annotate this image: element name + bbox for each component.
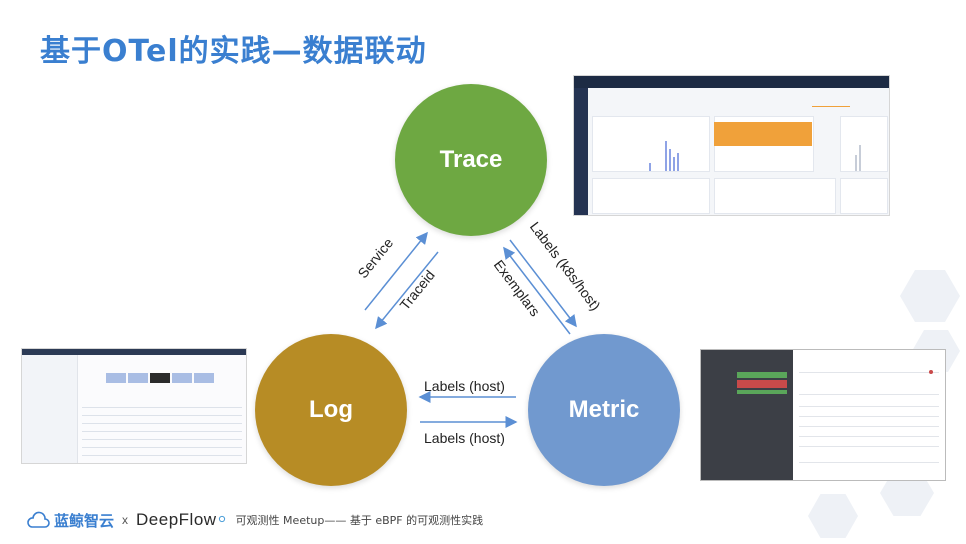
- slide-title: 基于OTel的实践—数据联动: [40, 34, 427, 69]
- metric-node: Metric: [528, 334, 680, 486]
- log-shot-row: [82, 431, 242, 432]
- log-shot-row: [82, 439, 242, 440]
- log-shot-row: [82, 407, 242, 408]
- trace-shot-panel: [840, 116, 888, 172]
- arrow-trace-to-metric: [509, 239, 577, 328]
- footer-subtitle: 可观测性 Meetup—— 基于 eBPF 的可观测性实践: [235, 514, 484, 527]
- log-shot-histogram: [128, 373, 148, 383]
- trace-shot-popup-line: [812, 106, 850, 107]
- flow-logo-icon: [218, 515, 225, 523]
- trace-shot-topbar: [574, 76, 889, 88]
- log-shot-histogram: [106, 373, 126, 383]
- log-shot-sidebar: [22, 355, 78, 463]
- edge-label-labels-host-bottom: Labels (host): [424, 430, 505, 446]
- log-screenshot: [21, 348, 247, 464]
- metric-label: Metric: [568, 396, 640, 423]
- trace-shot-sidebar: [574, 88, 588, 215]
- log-shot-histogram: [194, 373, 214, 383]
- log-shot-histogram: [150, 373, 170, 383]
- trace-label: Trace: [439, 146, 503, 173]
- log-shot-row: [82, 447, 242, 448]
- metric-shot-cell: [737, 390, 787, 394]
- metric-shot-cell: [737, 380, 787, 388]
- brand-bluking: 蓝鲸智云: [54, 511, 115, 530]
- trace-shot-panel: [592, 116, 710, 172]
- arrow-log-to-trace: [364, 231, 428, 311]
- log-shot-row: [82, 415, 242, 416]
- trace-shot-panel: [840, 178, 888, 214]
- log-shot-row: [82, 455, 242, 456]
- edge-label-labels-host-top: Labels (host): [424, 378, 505, 394]
- trace-node: Trace: [395, 84, 547, 236]
- log-node: Log: [255, 334, 407, 486]
- metric-shot-cell: [737, 372, 787, 378]
- metric-shot-overlay: [793, 350, 945, 480]
- trace-shot-panel: [714, 178, 836, 214]
- arrow-trace-to-log: [375, 251, 439, 330]
- trace-screenshot: [573, 75, 890, 216]
- log-shot-row: [82, 423, 242, 424]
- trace-shot-panel: [592, 178, 710, 214]
- brand-deepflow: DeepFlow: [136, 510, 217, 529]
- log-shot-topbar: [22, 349, 246, 355]
- log-shot-histogram: [172, 373, 192, 383]
- cloud-logo-icon: [27, 511, 50, 528]
- arrow-metric-to-trace: [503, 246, 571, 335]
- footer: 蓝鲸智云 x DeepFlow 可观测性 Meetup—— 基于 eBPF 的可…: [26, 508, 483, 532]
- metric-screenshot: [700, 349, 946, 481]
- log-label: Log: [309, 396, 353, 423]
- brand-separator: x: [122, 513, 129, 527]
- trace-shot-popup: [714, 122, 812, 146]
